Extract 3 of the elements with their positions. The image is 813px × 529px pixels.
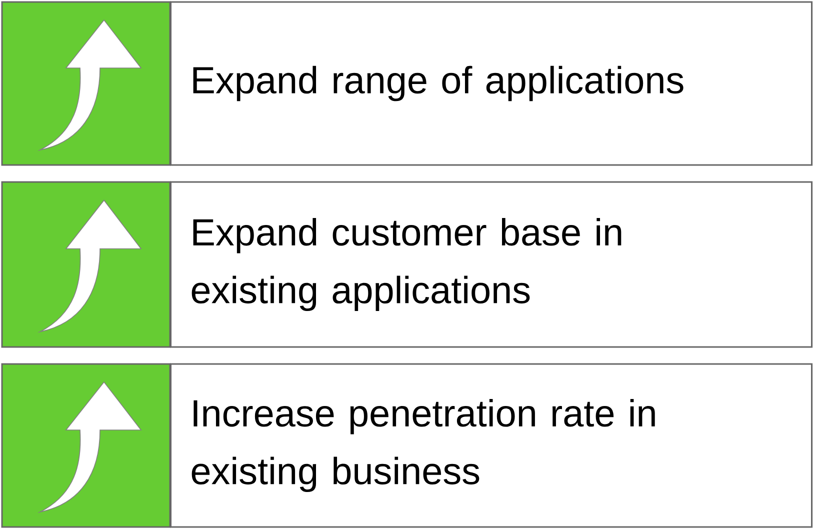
text-box: Increase penetration rate in existing business: [170, 363, 812, 528]
text-box: Expand range of applications: [170, 1, 812, 166]
text-box: Expand customer base in existing applications: [170, 181, 812, 348]
